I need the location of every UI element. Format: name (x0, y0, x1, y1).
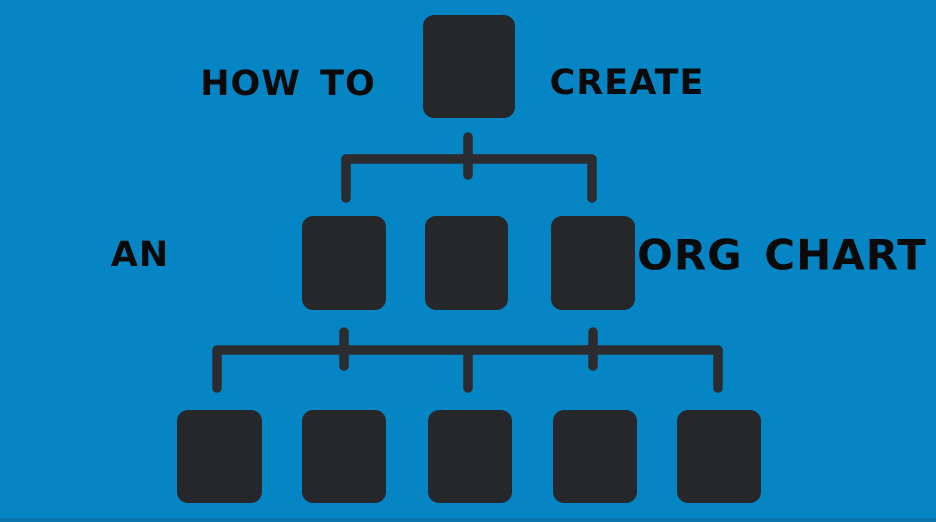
org-node-bottom-4 (553, 410, 637, 503)
org-node-bottom-1 (177, 410, 262, 503)
title-fragment-how-to: HOW TO (200, 64, 376, 104)
org-node-bottom-2 (302, 410, 386, 503)
title-fragment-an: AN (110, 235, 170, 275)
org-node-middle-1 (302, 216, 386, 310)
title-fragment-org-chart: ORG CHART (637, 230, 927, 280)
org-node-middle-2 (425, 216, 508, 310)
org-node-root (423, 15, 515, 118)
bottom-edge-strip (0, 518, 936, 522)
org-node-bottom-3 (428, 410, 512, 503)
org-node-middle-3 (551, 216, 635, 310)
title-fragment-create: CREATE (549, 63, 705, 103)
org-node-bottom-5 (677, 410, 761, 503)
